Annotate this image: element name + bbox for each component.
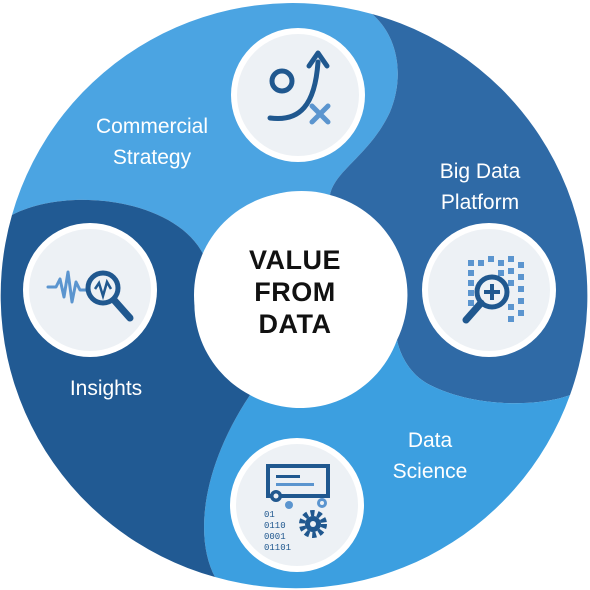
label-insights: Insights (46, 373, 166, 404)
data-grid-magnifier-icon (422, 223, 556, 357)
center-title-line1: VALUE (248, 245, 341, 275)
large-gear-icon (299, 510, 327, 538)
label-big-data-platform-line1: Big Data (439, 160, 521, 183)
label-data-science-line1: Data (407, 429, 453, 452)
strategy-play-icon (231, 28, 365, 162)
tiny-gear-icon (285, 501, 293, 509)
label-commercial-strategy: Commercial Strategy (62, 111, 242, 173)
label-data-science: Data Science (360, 425, 500, 487)
center-circle (194, 192, 400, 398)
signal-magnifier-icon (23, 223, 157, 357)
binary-line-2: 0110 (264, 521, 286, 531)
label-data-science-line2: Science (392, 460, 468, 483)
small-gear-icon (270, 490, 282, 502)
label-big-data-platform-line2: Platform (440, 191, 520, 214)
binary-line-1: 01 (264, 510, 275, 520)
center-title-line3: DATA (258, 309, 332, 339)
label-insights-text: Insights (69, 377, 143, 400)
label-commercial-strategy-line1: Commercial (95, 115, 208, 138)
label-big-data-platform: Big Data Platform (405, 156, 555, 218)
label-commercial-strategy-line2: Strategy (112, 146, 192, 169)
code-gears-icon: 01 0110 0001 01101 (230, 438, 364, 572)
binary-line-4: 01101 (264, 543, 291, 553)
center-title: VALUE FROM DATA (195, 244, 395, 340)
center-title-line2: FROM (254, 277, 336, 307)
binary-line-3: 0001 (264, 532, 286, 542)
